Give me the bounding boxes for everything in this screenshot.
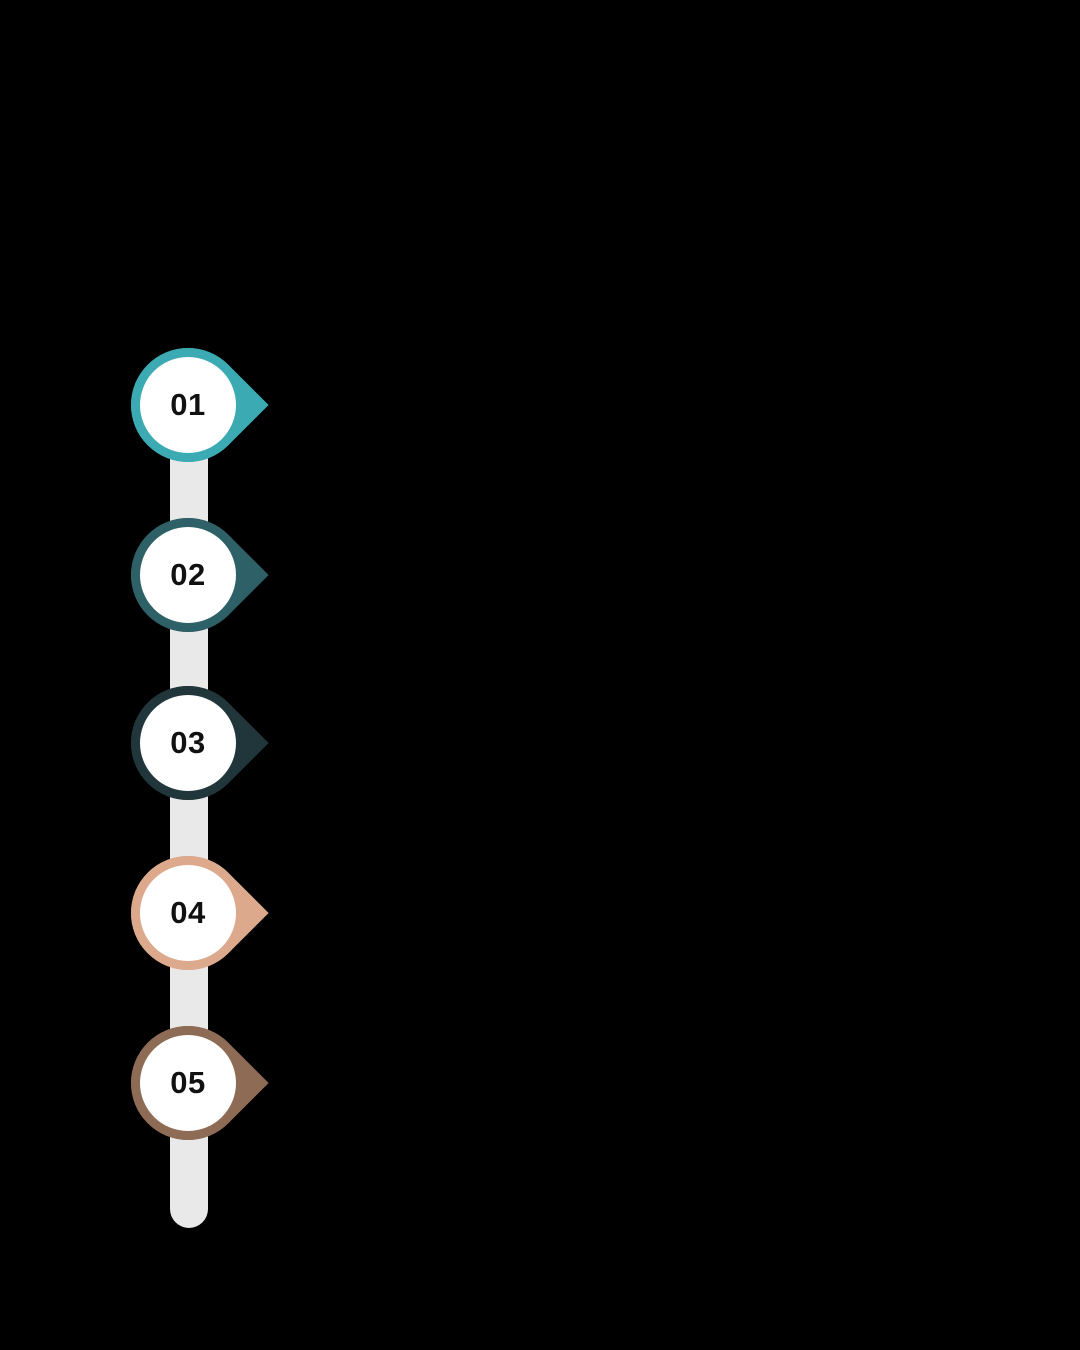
step-circle: 02 xyxy=(131,518,245,632)
step-number: 03 xyxy=(170,725,206,760)
step-circle: 01 xyxy=(131,348,245,462)
step-number: 01 xyxy=(170,387,206,422)
step-circle: 04 xyxy=(131,856,245,970)
step-number: 04 xyxy=(170,895,206,930)
timeline-step-marker-1: 01 xyxy=(107,324,269,486)
step-circle: 05 xyxy=(131,1026,245,1140)
timeline-step-marker-2: 02 xyxy=(107,494,269,656)
timeline-step-marker-4: 04 xyxy=(107,832,269,994)
step-number: 02 xyxy=(170,557,206,592)
timeline-step-marker-5: 05 xyxy=(107,1002,269,1164)
step-number: 05 xyxy=(170,1065,206,1100)
step-circle: 03 xyxy=(131,686,245,800)
timeline-step-marker-3: 03 xyxy=(107,662,269,824)
